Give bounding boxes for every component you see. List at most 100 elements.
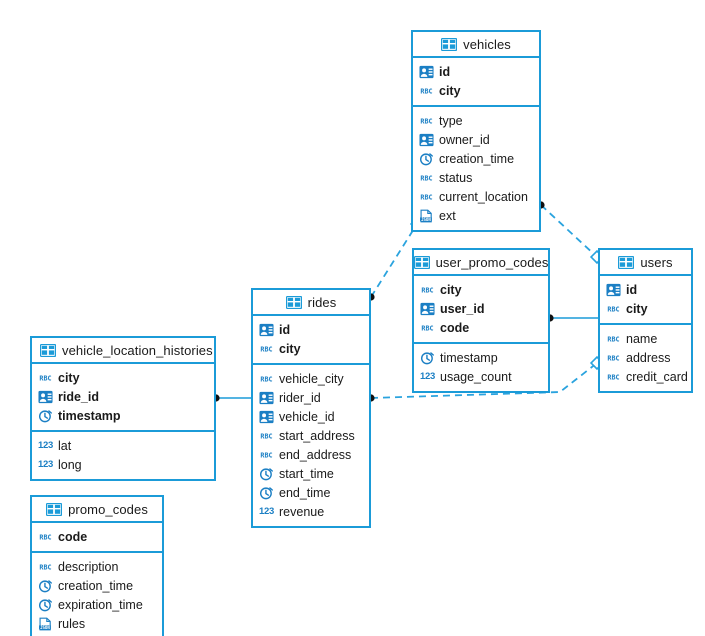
field-row[interactable]: RBC type xyxy=(413,111,539,130)
field-name: id xyxy=(626,282,638,297)
table-header-user_promo_codes[interactable]: user_promo_codes xyxy=(413,250,549,276)
field-name: rules xyxy=(58,616,86,631)
abc-icon: RBC xyxy=(607,305,619,313)
field-row[interactable]: timestamp xyxy=(32,406,214,425)
field-name: type xyxy=(439,113,463,128)
table-header-promo_codes[interactable]: promo_codes xyxy=(32,497,162,523)
svg-text:RBC: RBC xyxy=(421,286,433,294)
svg-text:RBC: RBC xyxy=(420,87,432,95)
field-name: description xyxy=(58,559,119,574)
abc-icon: RBC xyxy=(607,373,619,381)
json-file-icon: JSON xyxy=(39,617,51,630)
field-row[interactable]: expiration_time xyxy=(32,595,162,614)
id-card-icon xyxy=(259,391,274,404)
clock-icon xyxy=(259,486,273,499)
field-name: city xyxy=(440,282,462,297)
field-name: start_address xyxy=(279,428,355,443)
table-header-vehicle_location_histories[interactable]: vehicle_location_histories xyxy=(32,338,214,364)
field-name: owner_id xyxy=(439,132,490,147)
field-row[interactable]: JSON rules xyxy=(32,614,162,633)
table-header-users[interactable]: users xyxy=(600,250,691,276)
field-row[interactable]: owner_id xyxy=(413,130,539,149)
table-title: user_promo_codes xyxy=(435,254,549,270)
field-name: creation_time xyxy=(439,151,515,166)
clock-icon xyxy=(38,598,52,611)
table-header-vehicles[interactable]: vehicles xyxy=(413,32,539,58)
table-grid-icon xyxy=(441,37,458,51)
field-row[interactable]: creation_time xyxy=(413,149,539,168)
field-name: end_time xyxy=(279,485,331,500)
id-card-icon xyxy=(606,283,621,296)
field-row[interactable]: start_time xyxy=(253,464,369,483)
123-icon: 123 xyxy=(259,505,274,517)
abc-icon: RBC xyxy=(420,117,432,125)
json-file-icon: JSON xyxy=(420,209,432,222)
svg-text:RBC: RBC xyxy=(607,354,619,362)
field-name: city xyxy=(58,370,80,385)
field-row[interactable]: RBC address xyxy=(600,348,691,367)
field-name: long xyxy=(58,457,82,472)
field-row[interactable]: id xyxy=(600,280,691,299)
field-row[interactable]: id xyxy=(413,62,539,81)
field-row[interactable]: 123 long xyxy=(32,455,214,474)
table-grid-icon xyxy=(413,255,430,269)
field-row[interactable]: id xyxy=(253,320,369,339)
field-name: vehicle_city xyxy=(279,371,344,386)
field-name: id xyxy=(279,322,291,337)
field-name: usage_count xyxy=(440,369,512,384)
field-row[interactable]: RBC description xyxy=(32,557,162,576)
field-row[interactable]: timestamp xyxy=(414,348,548,367)
field-name: address xyxy=(626,350,671,365)
id-card-icon xyxy=(259,410,274,423)
123-icon: 123 xyxy=(38,458,53,470)
field-row[interactable]: creation_time xyxy=(32,576,162,595)
relationship-user-promo-codes-to-users[interactable] xyxy=(546,314,598,322)
field-row[interactable]: end_time xyxy=(253,483,369,502)
abc-icon: RBC xyxy=(607,335,619,343)
field-row[interactable]: vehicle_id xyxy=(253,407,369,426)
svg-text:RBC: RBC xyxy=(421,324,433,332)
relationship-vehicle-location-histories-to-rides[interactable] xyxy=(212,394,251,402)
field-row[interactable]: ride_id xyxy=(32,387,214,406)
field-row[interactable]: RBC city xyxy=(414,280,548,299)
abc-icon: RBC xyxy=(39,563,51,571)
field-row[interactable]: user_id xyxy=(414,299,548,318)
edge-line xyxy=(370,223,418,298)
id-card-icon xyxy=(419,133,434,146)
abc-icon: RBC xyxy=(420,193,432,201)
table-header-rides[interactable]: rides xyxy=(253,290,369,316)
clock-icon xyxy=(420,351,434,364)
field-row[interactable]: rider_id xyxy=(253,388,369,407)
